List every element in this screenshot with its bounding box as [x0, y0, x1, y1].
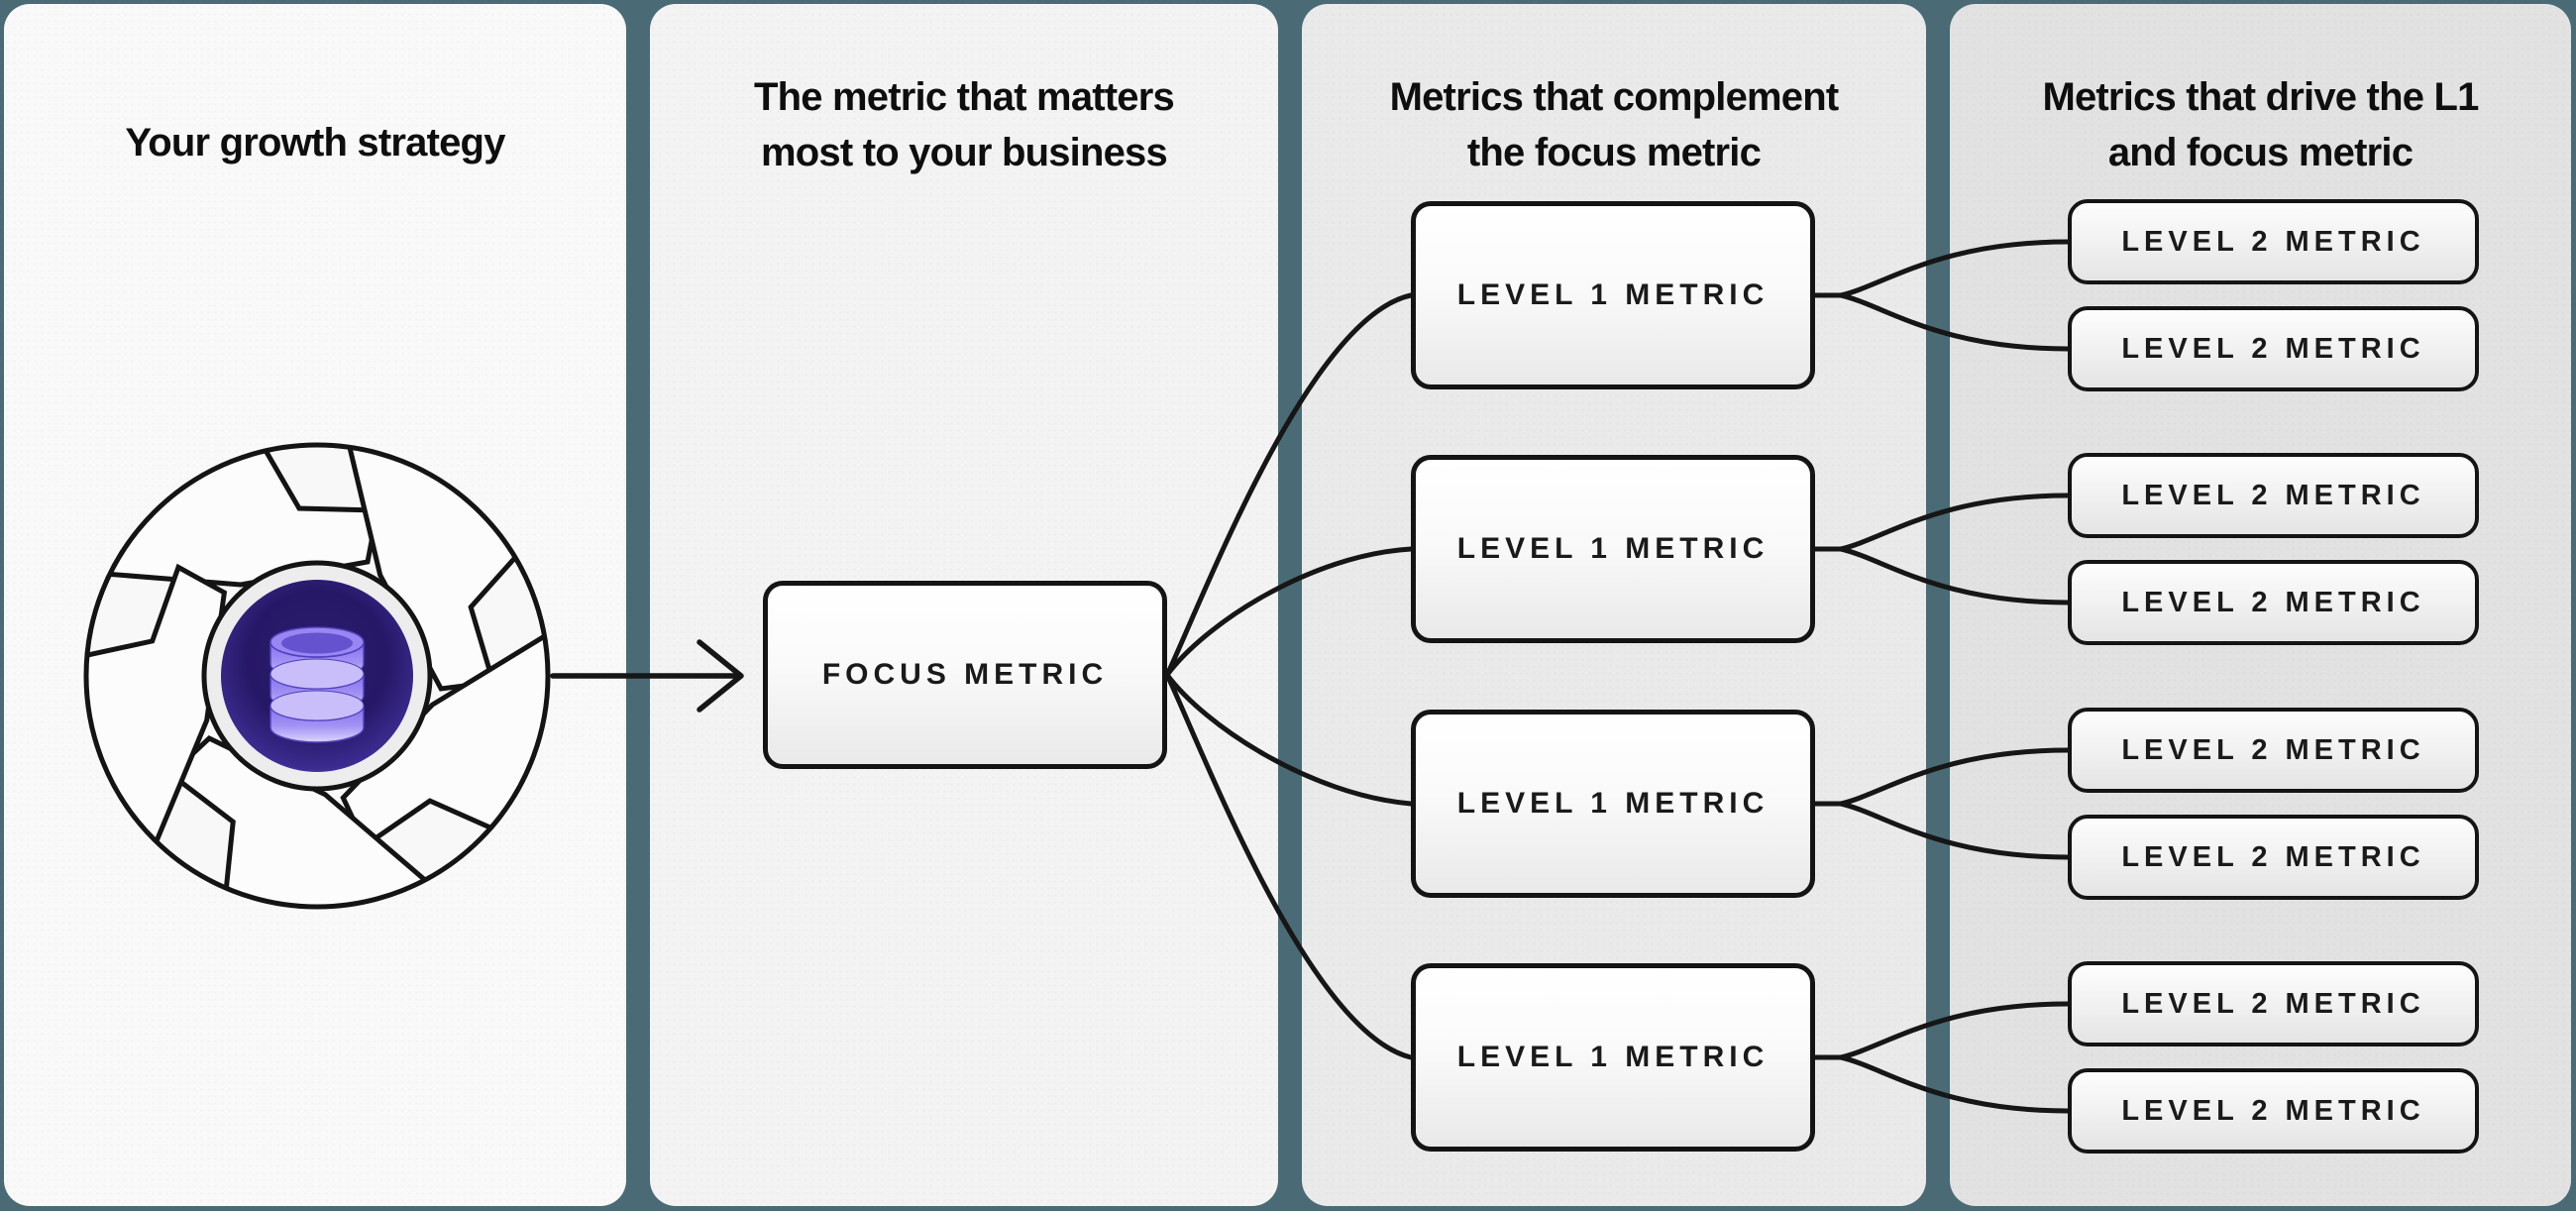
connector-l1-3-to-l2-5 — [1812, 747, 2071, 807]
level2-metric-label: LEVEL 2 METRIC — [2121, 1094, 2425, 1127]
level2-metric-box-6: LEVEL 2 METRIC — [2068, 815, 2479, 900]
pinwheel-blade — [86, 563, 228, 899]
panel-level2-metrics-header: Metrics that drive the L1 and focus metr… — [2042, 75, 2479, 174]
level2-metric-label: LEVEL 2 METRIC — [2121, 586, 2425, 618]
connector-focus-to-l1-3 — [1164, 672, 1414, 807]
level2-metric-box-2: LEVEL 2 METRIC — [2068, 306, 2479, 391]
level1-metric-label: LEVEL 1 METRIC — [1456, 532, 1770, 565]
level2-metric-box-5: LEVEL 2 METRIC — [2068, 708, 2479, 793]
focus-metric-box: FOCUS METRIC — [763, 581, 1167, 769]
focus-metric-label: FOCUS METRIC — [821, 658, 1109, 691]
level2-metric-label: LEVEL 2 METRIC — [2121, 840, 2425, 873]
panel-focus-metric-header: The metric that matters most to your bus… — [754, 75, 1175, 174]
connector-focus-to-l1-1 — [1164, 292, 1414, 678]
level1-metric-box-3: LEVEL 1 METRIC — [1411, 710, 1815, 898]
connector-l1-1-to-l2-1 — [1812, 239, 2071, 298]
level2-metric-label: LEVEL 2 METRIC — [2121, 733, 2425, 766]
connector-l1-3-to-l2-6 — [1812, 801, 2071, 860]
connector-l1-4-to-l2-7 — [1812, 1001, 2071, 1060]
level1-metric-box-4: LEVEL 1 METRIC — [1411, 963, 1815, 1152]
level2-metric-label: LEVEL 2 METRIC — [2121, 987, 2425, 1020]
connector-l1-2-to-l2-3 — [1812, 493, 2071, 552]
level1-metric-label: LEVEL 1 METRIC — [1456, 278, 1770, 311]
level2-metric-box-1: LEVEL 2 METRIC — [2068, 199, 2479, 284]
connector-l1-2-to-l2-4 — [1812, 546, 2071, 606]
level2-metric-label: LEVEL 2 METRIC — [2121, 225, 2425, 258]
level1-metric-label: LEVEL 1 METRIC — [1456, 787, 1770, 820]
level2-metric-box-8: LEVEL 2 METRIC — [2068, 1068, 2479, 1154]
level2-metric-box-3: LEVEL 2 METRIC — [2068, 453, 2479, 538]
panel-level1-metrics-header: Metrics that complement the focus metric — [1389, 75, 1840, 174]
connector-focus-to-l1-2 — [1164, 546, 1414, 678]
connector-l1-4-to-l2-8 — [1812, 1054, 2071, 1114]
growth-cycle-pinwheel-icon — [83, 442, 551, 910]
panel-growth-strategy-header: Your growth strategy — [125, 121, 505, 165]
level2-metric-box-7: LEVEL 2 METRIC — [2068, 961, 2479, 1046]
level1-metric-box-2: LEVEL 1 METRIC — [1411, 455, 1815, 643]
level1-metric-label: LEVEL 1 METRIC — [1456, 1041, 1770, 1073]
level2-metric-label: LEVEL 2 METRIC — [2121, 479, 2425, 511]
connector-focus-to-l1-4 — [1164, 672, 1414, 1060]
connector-l1-1-to-l2-2 — [1812, 292, 2071, 352]
level1-metric-box-1: LEVEL 1 METRIC — [1411, 201, 1815, 389]
database-icon — [269, 626, 365, 743]
level2-metric-label: LEVEL 2 METRIC — [2121, 332, 2425, 365]
level2-metric-box-4: LEVEL 2 METRIC — [2068, 560, 2479, 645]
arrow-strategy-to-focus — [550, 639, 744, 713]
